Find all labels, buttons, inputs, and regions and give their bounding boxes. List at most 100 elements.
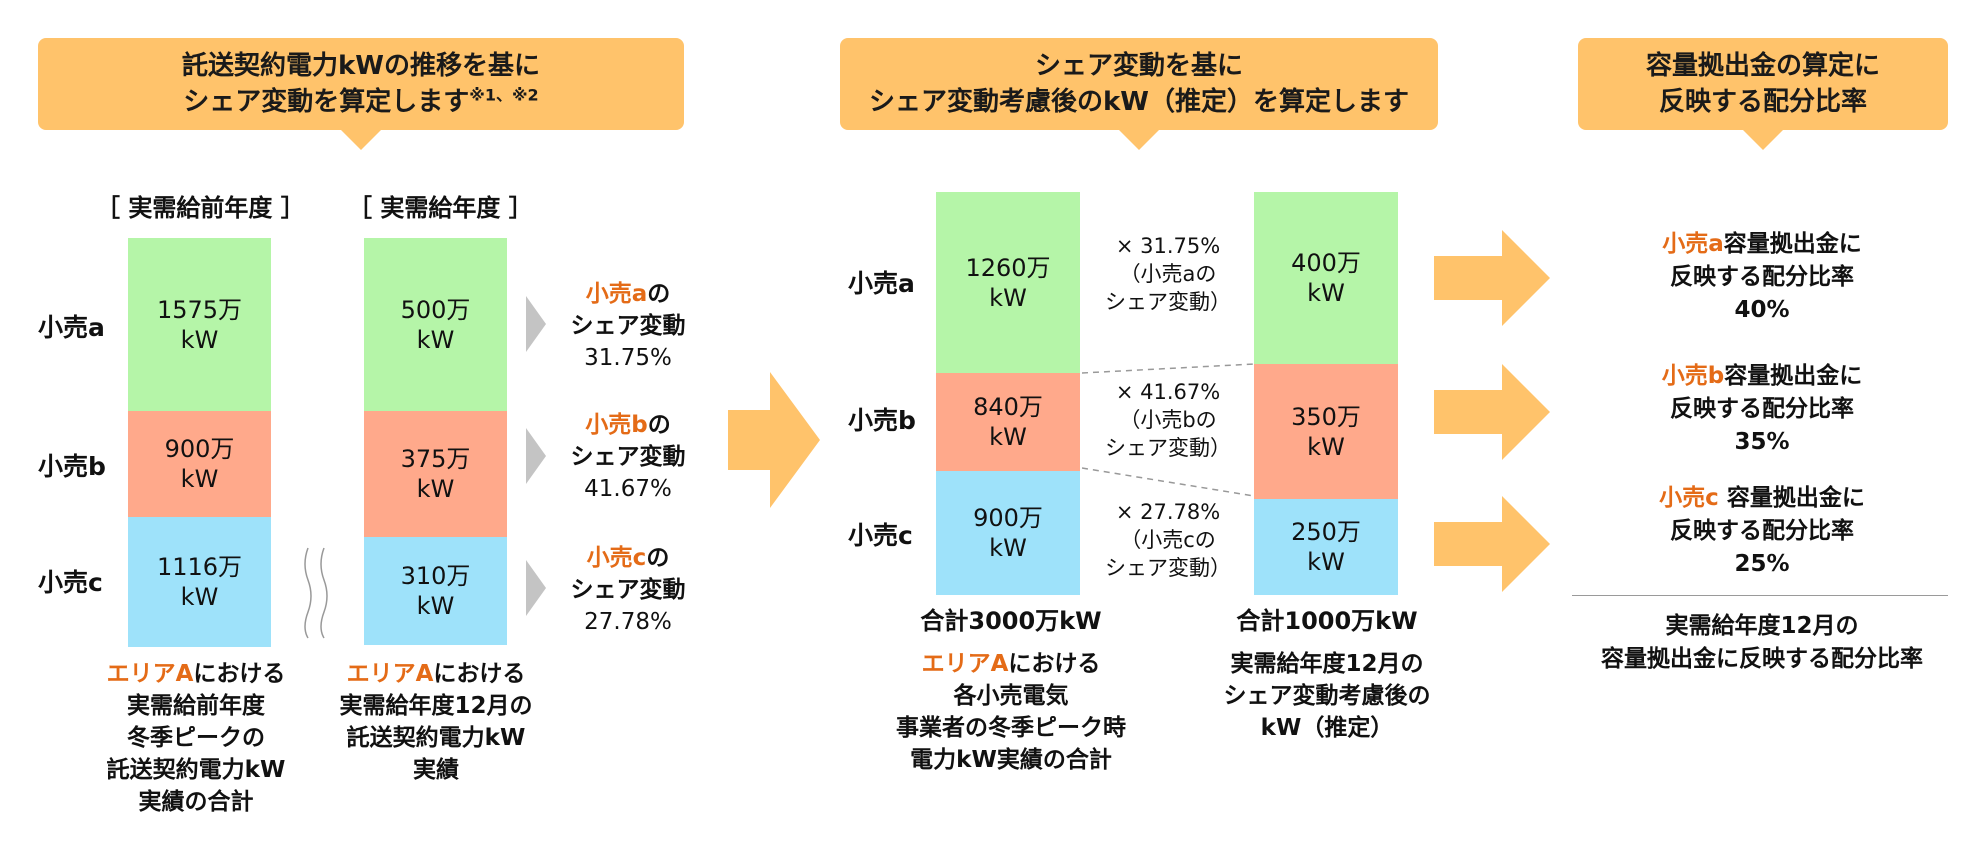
bar-value: 840万 — [973, 393, 1043, 421]
bar-value: 1575万 — [156, 295, 243, 324]
caption-prior-l2: 実需給前年度 — [127, 693, 265, 719]
caption-mid-right-l1: 実需給年度12月の — [1230, 651, 1424, 677]
multiplier-a: × 31.75% （小売aの シェア変動） — [1090, 232, 1246, 316]
result-pct-a: 40% — [1734, 297, 1790, 323]
result-a: 小売a容量拠出金に 反映する配分比率 40% — [1572, 228, 1952, 327]
callout-share-calc-line2: シェア変動を算定します — [183, 87, 470, 117]
arrow-right-icon-c — [1434, 496, 1550, 592]
caption-mid-right: 実需給年度12月の シェア変動考慮後の kW（推定） — [1196, 648, 1458, 744]
multiplier-a-pct: × 31.75% — [1115, 234, 1221, 258]
share-label-a: シェア変動 — [570, 313, 686, 339]
bar-unit: kW — [1307, 279, 1345, 307]
multiplier-b-pct: × 41.67% — [1115, 380, 1221, 404]
callout-kw-estimate-line1: シェア変動を基に — [1034, 51, 1243, 81]
bar-unit: kW — [180, 465, 219, 493]
multiplier-b-line3: シェア変動） — [1105, 436, 1231, 460]
chevron-right-icon-a — [526, 296, 546, 352]
caption-current-accent: エリアA — [346, 661, 434, 687]
result-footer-line1: 実需給年度12月の — [1665, 613, 1859, 639]
bar-unit: kW — [180, 583, 219, 611]
result-line2-b: 反映する配分比率 — [1670, 396, 1854, 422]
caption-mid-right-l2: シェア変動考慮後の — [1223, 683, 1431, 709]
result-label-a: 容量拠出金に — [1723, 231, 1862, 257]
caption-prior-l5: 実績の合計 — [138, 789, 254, 815]
caption-prior-l1: における — [193, 661, 286, 687]
multiplier-a-line3: シェア変動） — [1105, 290, 1231, 314]
callout-footnote-ref: ※1、※2 — [469, 85, 539, 105]
multiplier-c-line3: シェア変動） — [1105, 556, 1231, 580]
arrow-right-icon-b — [1434, 364, 1550, 460]
arrow-right-icon-a — [1434, 230, 1550, 326]
bar-value: 400万 — [1291, 249, 1361, 277]
result-name-c: 小売c — [1659, 485, 1719, 511]
share-change-a: 小売aの シェア変動 31.75% — [560, 278, 696, 374]
share-change-b: 小売bの シェア変動 41.67% — [560, 409, 696, 505]
caption-mid-left-l3: 事業者の冬季ピーク時 — [896, 715, 1126, 741]
bar-unit: kW — [1307, 432, 1345, 461]
bracket-prior-year: ［ 実需給前年度 ］ — [96, 194, 305, 222]
caption-current-l2: 実需給年度12月の — [339, 693, 533, 719]
result-name-b: 小売b — [1661, 363, 1725, 389]
chevron-right-icon-c — [526, 560, 546, 616]
caption-mid-left-l2: 各小売電気 — [953, 683, 1069, 709]
caption-current-l4: 実績 — [413, 757, 459, 783]
caption-mid-left: エリアAにおける 各小売電気 事業者の冬季ピーク時 電力kW実績の合計 — [866, 648, 1156, 776]
share-pct-b: 41.67% — [584, 476, 672, 502]
bar-value: 1116万 — [156, 553, 243, 581]
caption-prior-year: エリアAにおける 実需給前年度 冬季ピークの 託送契約電力kW 実績の合計 — [96, 658, 296, 818]
bracket-current-year: ［ 実需給年度 ］ — [348, 194, 533, 222]
bar-unit: kW — [989, 283, 1027, 312]
result-c: 小売c 容量拠出金に 反映する配分比率 25% — [1572, 482, 1952, 581]
callout-share-calc-line1: 託送契約電力kWの推移を基に — [182, 51, 540, 81]
share-pct-c: 27.78% — [584, 609, 672, 635]
row-label-a-mid: 小売a — [848, 269, 915, 298]
callout-ratio-line2: 反映する配分比率 — [1658, 87, 1867, 117]
share-pct-a: 31.75% — [584, 345, 672, 371]
caption-current-l1: における — [433, 661, 526, 687]
result-footer: 実需給年度12月の 容量拠出金に反映する配分比率 — [1572, 610, 1952, 676]
dashed-connectors — [1082, 363, 1254, 497]
bar-unit: kW — [416, 475, 455, 503]
bar-value: 1260万 — [965, 253, 1051, 282]
total-prior-peak: 合計3000万kW — [920, 607, 1102, 635]
share-label-c: シェア変動 — [570, 577, 686, 603]
callout-kw-estimate: シェア変動を基に シェア変動考慮後のkW（推定）を算定します — [840, 38, 1438, 150]
row-label-b: 小売b — [38, 452, 106, 481]
share-change-c: 小売cの シェア変動 27.78% — [560, 542, 696, 638]
caption-prior-l3: 冬季ピークの — [127, 725, 265, 751]
share-suffix-a: の — [647, 281, 671, 307]
share-label-b: シェア変動 — [570, 444, 686, 470]
result-pct-b: 35% — [1734, 429, 1790, 455]
caption-current-year: エリアAにおける 実需給年度12月の 託送契約電力kW 実績 — [326, 658, 546, 786]
bar-value: 375万 — [400, 445, 471, 473]
bar-value: 900万 — [164, 435, 235, 463]
multiplier-a-line2: （小売aの — [1119, 262, 1217, 286]
bar-value: 250万 — [1291, 518, 1361, 546]
share-name-a: 小売a — [585, 281, 648, 307]
multiplier-c-line2: （小売cの — [1120, 528, 1216, 552]
bar-unit: kW — [416, 325, 455, 354]
bar-unit: kW — [1307, 548, 1345, 576]
callout-ratio: 容量拠出金の算定に 反映する配分比率 — [1578, 38, 1948, 150]
row-label-c-mid: 小売c — [848, 521, 913, 550]
arrow-right-icon-main — [728, 372, 820, 508]
bar-value: 900万 — [973, 504, 1043, 532]
row-label-c: 小売c — [38, 568, 103, 597]
